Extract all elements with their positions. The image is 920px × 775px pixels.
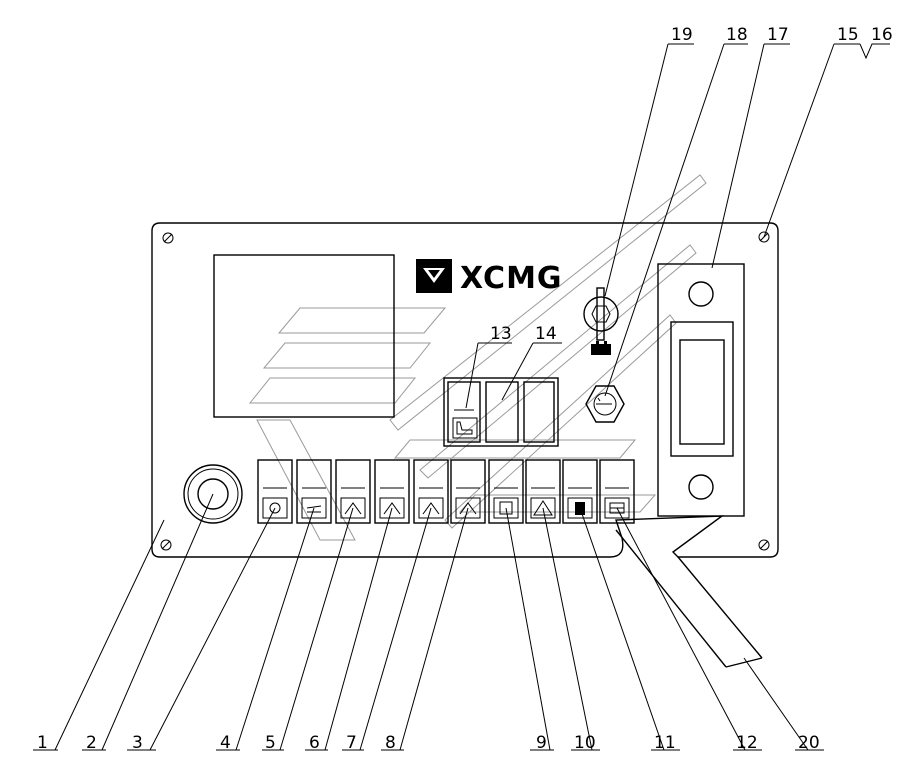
ignition-key-switch[interactable] [583, 287, 619, 341]
cable-bracket [615, 529, 763, 668]
rocker-switch-12[interactable] [599, 459, 635, 524]
callout-5: 5 [265, 733, 276, 753]
horn-button[interactable] [585, 385, 625, 423]
display-screen [213, 254, 395, 418]
rocker-switch-8[interactable] [450, 459, 486, 524]
rocker-switch-row [257, 459, 635, 524]
callout-18: 18 [726, 25, 748, 45]
battery-icon [591, 341, 611, 355]
callout-19: 19 [671, 25, 693, 45]
callout-3: 3 [132, 733, 143, 753]
callout-14: 14 [535, 324, 557, 344]
panel-frame [151, 222, 779, 558]
screw-bottom-right [758, 539, 770, 551]
callout-17: 17 [767, 25, 789, 45]
hazard-switch-10[interactable] [525, 459, 561, 524]
xcmg-logo-icon [416, 259, 452, 293]
callout-15: 15 [837, 25, 859, 45]
callout-7: 7 [346, 733, 357, 753]
callout-16: 16 [871, 25, 893, 45]
callout-2: 2 [86, 733, 97, 753]
watermark [248, 174, 707, 541]
rocker-switch-7[interactable] [413, 459, 449, 524]
callout-9: 9 [536, 733, 547, 753]
brand-name: XCMG [460, 261, 563, 296]
callout-8: 8 [385, 733, 396, 753]
rocker-switch-3[interactable] [257, 459, 293, 524]
rocker-switch-11[interactable] [562, 459, 598, 524]
rocker-switch-5[interactable] [335, 459, 371, 524]
rocker-switch-4[interactable] [296, 459, 332, 524]
callout-20: 20 [798, 733, 820, 753]
callout-4: 4 [220, 733, 231, 753]
screw-bottom-left [160, 539, 172, 551]
callout-11: 11 [654, 733, 676, 753]
rotary-knob[interactable] [183, 464, 243, 524]
callout-1: 1 [37, 733, 48, 753]
indicator-lamp-group [443, 377, 559, 447]
callout-6: 6 [309, 733, 320, 753]
side-module [657, 263, 745, 517]
screw-top-left [162, 232, 174, 244]
leader-lines [33, 43, 890, 751]
rocker-switch-9[interactable] [488, 459, 524, 524]
callout-12: 12 [736, 733, 758, 753]
callout-labels: 1 2 3 4 5 6 7 8 9 10 11 12 20 13 14 19 1… [37, 25, 893, 753]
callout-10: 10 [574, 733, 596, 753]
rocker-switch-6[interactable] [374, 459, 410, 524]
callout-13: 13 [490, 324, 512, 344]
